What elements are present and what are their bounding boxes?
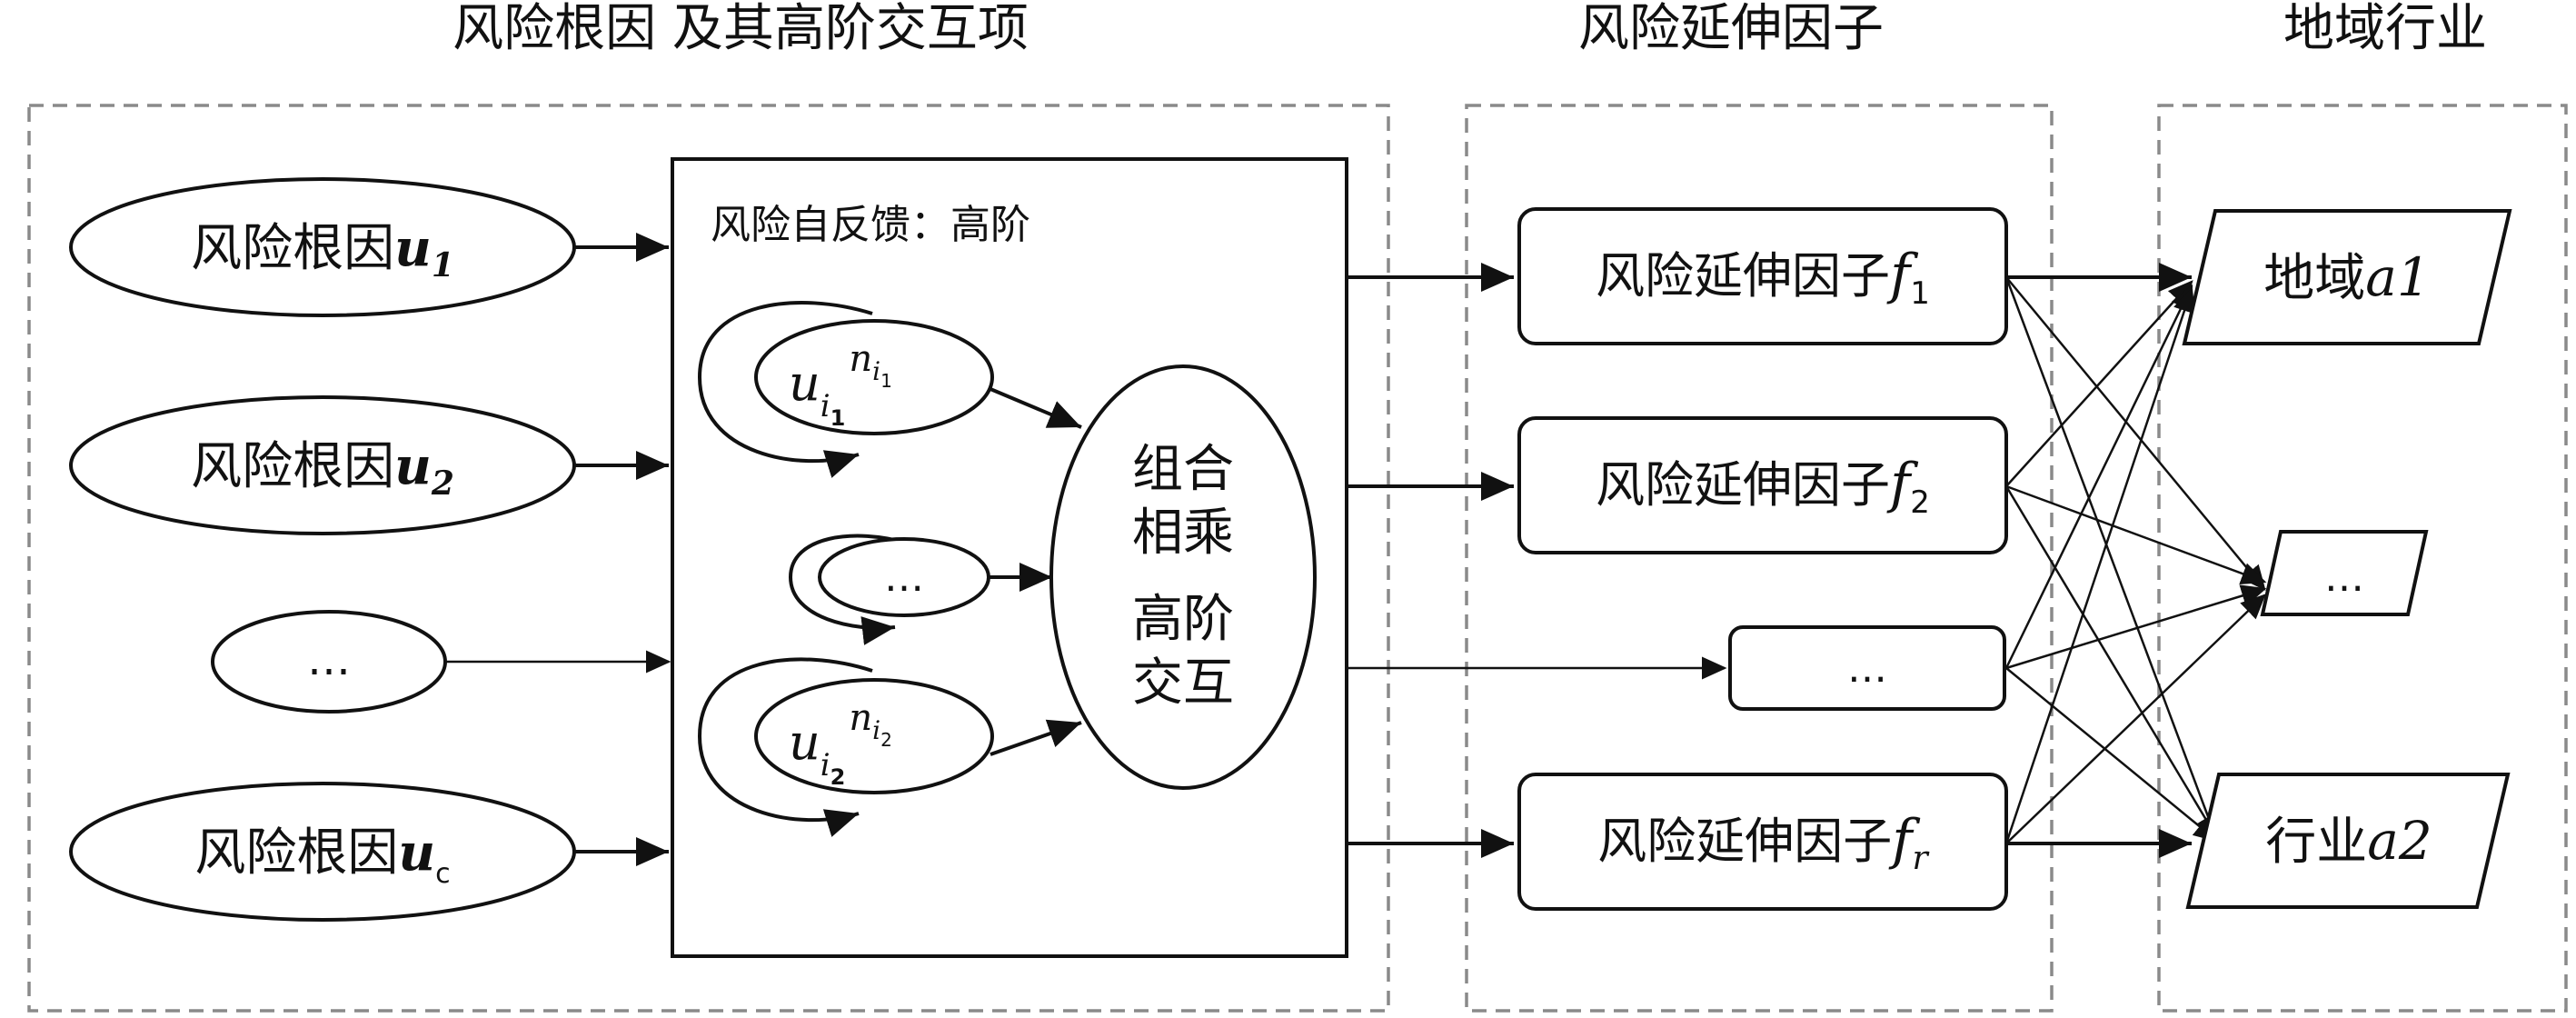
region-industry-ellipsis: …	[2324, 554, 2364, 601]
feedback-term-ellipsis: …	[788, 534, 990, 645]
extension-factor-node-1: 风险延伸因子f1	[1517, 207, 2008, 345]
root-cause-1-label: 风险根因u1	[191, 218, 454, 284]
root-cause-node-1: 风险根因u1	[69, 177, 576, 317]
extension-factor-node-2: 风险延伸因子f2	[1517, 416, 2008, 554]
self-loop-arrow-ellipsis	[788, 534, 910, 645]
extension-factor-node-r: 风险延伸因子fr	[1517, 773, 2008, 911]
region-label: 地域a1	[2263, 246, 2430, 308]
root-cause-node-2: 风险根因u2	[69, 395, 576, 535]
section-title-region-industry: 地域行业	[2283, 0, 2487, 58]
term-1-label: ui1ni1	[789, 338, 892, 431]
industry-label: 行业a2	[2265, 810, 2432, 872]
extension-factor-ellipsis: …	[1847, 645, 1887, 692]
arrow-term2-to-combine	[990, 719, 1082, 756]
extension-factor-ellipsis-node: …	[1728, 625, 2006, 711]
region-industry-ellipsis-node: …	[2260, 530, 2429, 616]
section-title-root-causes: 风险根因 及其高阶交互项	[453, 0, 1029, 58]
self-loop-arrow-2	[697, 657, 873, 837]
region-node: 地域a1	[2182, 209, 2512, 345]
term-ellipsis: …	[884, 554, 924, 601]
extension-factor-r-label: 风险延伸因子fr	[1597, 808, 1929, 877]
combine-line-1: 组合	[1132, 440, 1234, 499]
root-cause-ellipsis: …	[307, 634, 351, 685]
feedback-term-2: ui2ni2	[697, 657, 994, 837]
self-loop-arrow-1	[697, 301, 873, 478]
extension-factors-group	[1465, 104, 2054, 1013]
combine-node: 组合 相乘 高阶 交互	[1049, 364, 1317, 790]
extension-factor-1-label: 风险延伸因子f1	[1596, 243, 1930, 312]
root-causes-group	[27, 104, 1390, 1013]
root-cause-c-label: 风险根因uc	[194, 823, 450, 890]
combine-line-3: 高阶	[1132, 590, 1234, 649]
section-title-extension-factors: 风险延伸因子	[1578, 0, 1884, 58]
connection-lines	[2004, 263, 2267, 858]
combine-line-4: 交互	[1132, 654, 1234, 713]
region-industry-group	[2157, 104, 2568, 1013]
root-cause-node-c: 风险根因uc	[69, 782, 576, 922]
combine-line-2: 相乘	[1132, 504, 1234, 563]
term-2-label: ui2ni2	[789, 697, 892, 790]
root-cause-2-label: 风险根因u2	[191, 436, 454, 503]
feedback-term-1: ui1ni1	[697, 301, 994, 478]
arrow-term1-to-combine	[990, 387, 1082, 429]
feedback-box-title: 风险自反馈：高阶	[711, 202, 1030, 248]
root-cause-ellipsis-node: …	[211, 610, 447, 714]
industry-node: 行业a2	[2185, 773, 2511, 909]
extension-factor-2-label: 风险延伸因子f2	[1596, 452, 1930, 521]
